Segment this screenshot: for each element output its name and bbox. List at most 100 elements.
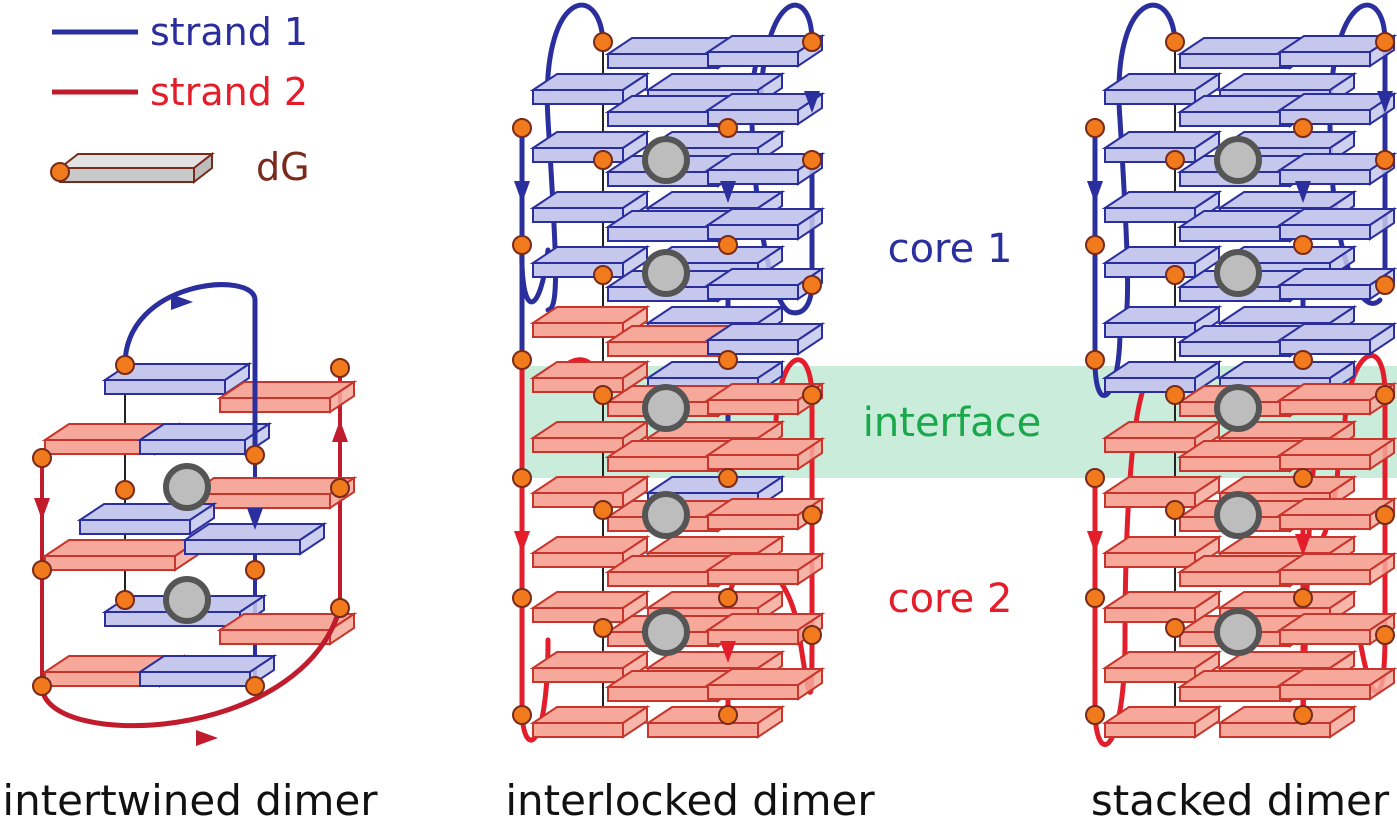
backbone-node (802, 385, 822, 405)
core2-label: core 2 (888, 576, 1013, 622)
plate-front (219, 397, 331, 413)
plate-front (707, 399, 799, 415)
plate-front (1104, 322, 1196, 338)
guanine-plate-strand1 (1101, 190, 1223, 224)
guanine-plate-strand1 (529, 72, 651, 106)
backbone-node (115, 590, 135, 610)
legend-strand1-label: strand 1 (150, 10, 308, 54)
caption-stacked: stacked dimer (1091, 776, 1390, 825)
guanine-plate-strand1 (1101, 72, 1223, 106)
backbone-node (718, 235, 738, 255)
guanine-plate-strand2 (644, 705, 786, 739)
plate-front (532, 89, 624, 105)
legend: strand 1 strand 2 dG (50, 10, 310, 189)
guanine-plate-strand2 (529, 650, 651, 684)
backbone-node (593, 385, 613, 405)
plate-front (1179, 341, 1291, 357)
backbone-node (1293, 235, 1313, 255)
strand1-loop-a (544, 2, 606, 313)
legend-strand2-label: strand 2 (150, 70, 308, 114)
plate-front (707, 684, 799, 700)
plate-front (1179, 456, 1291, 472)
plate-front (1104, 667, 1196, 683)
legend-dg-plate (50, 151, 215, 185)
plate-front (707, 169, 799, 185)
plate-front (607, 341, 719, 357)
plate-front (1279, 684, 1371, 700)
backbone-node (593, 265, 613, 285)
plate-front (1279, 399, 1371, 415)
direction-arrow (1087, 531, 1103, 553)
guanine-plate-strand2 (1276, 667, 1397, 701)
guanine-plate-strand2 (1101, 705, 1223, 739)
plate-front (607, 686, 719, 702)
metal-ion (1214, 491, 1262, 539)
guanine-plate-strand1 (1101, 305, 1223, 339)
plate-front (219, 629, 331, 645)
guanine-plate-strand1 (136, 422, 273, 456)
plate-front (1279, 51, 1371, 67)
guanine-plate-strand1 (1276, 322, 1397, 356)
metal-ion (1214, 384, 1262, 432)
backbone-node (1375, 150, 1395, 170)
backbone-node (802, 275, 822, 295)
guanine-plate-strand1 (1276, 92, 1397, 126)
backbone-node (32, 560, 52, 580)
plate-front (1179, 226, 1291, 242)
plate-front (1279, 569, 1371, 585)
backbone-node (32, 448, 52, 468)
plate-front (532, 552, 624, 568)
plate-front (1279, 109, 1371, 125)
plate-front (707, 454, 799, 470)
direction-arrow (1295, 181, 1311, 203)
plate-front (607, 571, 719, 587)
guanine-plate-strand2 (529, 535, 651, 569)
guanine-plate-strand1 (704, 267, 826, 301)
intertwined-dimer-structure (32, 282, 358, 746)
guanine-plate-strand1 (704, 207, 826, 241)
guanine-plate-strand2 (529, 360, 651, 394)
guanine-plate-strand2 (529, 420, 651, 454)
plate-front (1179, 111, 1291, 127)
strand1-loop-a (1116, 2, 1178, 333)
plate-front (139, 671, 251, 687)
metal-ion (163, 576, 211, 624)
plate-front (707, 629, 799, 645)
plate-front (607, 456, 719, 472)
plate-front (1104, 722, 1196, 738)
backbone-node (718, 705, 738, 725)
backbone-node (512, 468, 532, 488)
backbone-node (330, 358, 350, 378)
direction-arrow (1377, 91, 1393, 113)
plate-front (44, 555, 176, 571)
guanine-plate-strand1 (1276, 267, 1397, 301)
plate-front (707, 284, 799, 300)
guanine-plate-strand2 (186, 476, 358, 510)
backbone-node (718, 350, 738, 370)
guanine-plate-strand1 (1276, 207, 1397, 241)
plate-front (532, 722, 624, 738)
backbone-node (1085, 468, 1105, 488)
plate-front (1279, 454, 1371, 470)
caption-interlocked: interlocked dimer (505, 776, 875, 825)
plate-front (1104, 207, 1196, 223)
backbone-node (1293, 350, 1313, 370)
backbone-node (330, 478, 350, 498)
backbone-node (718, 588, 738, 608)
plate-front (1279, 514, 1371, 530)
guanine-plate-strand2 (1276, 497, 1397, 531)
guanine-plate-strand1 (1276, 152, 1397, 186)
backbone-node (330, 598, 350, 618)
backbone-node (593, 150, 613, 170)
guanine-plate-strand2 (1101, 535, 1223, 569)
direction-arrow (804, 91, 820, 113)
direction-arrow (720, 181, 736, 203)
plate-front (1279, 339, 1371, 355)
guanine-plate-strand2 (704, 437, 826, 471)
backbone-node (115, 480, 135, 500)
interlocked-dimer-structure (512, 2, 826, 743)
backbone-node (115, 355, 135, 375)
guanine-plate-strand2 (704, 552, 826, 586)
